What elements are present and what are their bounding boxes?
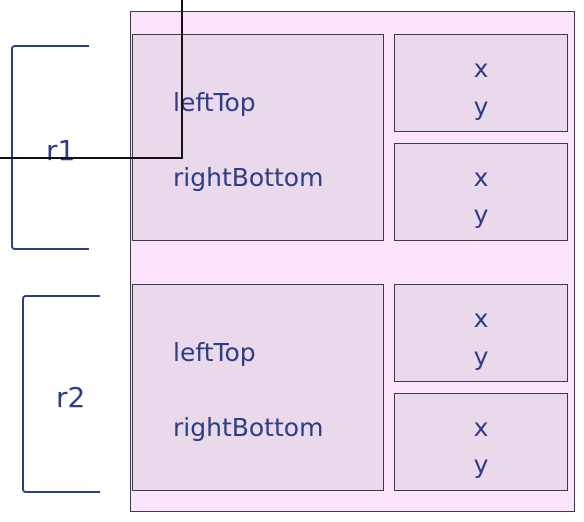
r1-lefttop-x: x <box>473 54 489 83</box>
r2-rightbottom-label: rightBottom <box>173 413 324 442</box>
r2-bracket <box>22 295 100 493</box>
r1-lefttop-coords-box <box>394 34 568 132</box>
r1-lefttop-label: leftTop <box>173 88 256 117</box>
r1-bracket <box>11 45 89 250</box>
r1-label: r1 <box>46 134 76 167</box>
r1-field-names-box <box>132 34 384 241</box>
r1-lefttop-y: y <box>473 92 489 121</box>
r2-rightbottom-coords-box <box>394 393 568 491</box>
r2-label: r2 <box>56 381 86 414</box>
r2-rightbottom-x: x <box>473 413 489 442</box>
r2-lefttop-y: y <box>473 342 489 371</box>
r1-rightbottom-coords-box <box>394 143 568 241</box>
r2-lefttop-label: leftTop <box>173 338 256 367</box>
r2-field-names-box <box>132 284 384 491</box>
r2-lefttop-coords-box <box>394 284 568 382</box>
pointer-line <box>0 0 183 159</box>
r2-rightbottom-y: y <box>473 450 489 479</box>
r1-rightbottom-label: rightBottom <box>173 163 324 192</box>
r1-rightbottom-x: x <box>473 163 489 192</box>
r1-rightbottom-y: y <box>473 200 489 229</box>
r2-lefttop-x: x <box>473 304 489 333</box>
